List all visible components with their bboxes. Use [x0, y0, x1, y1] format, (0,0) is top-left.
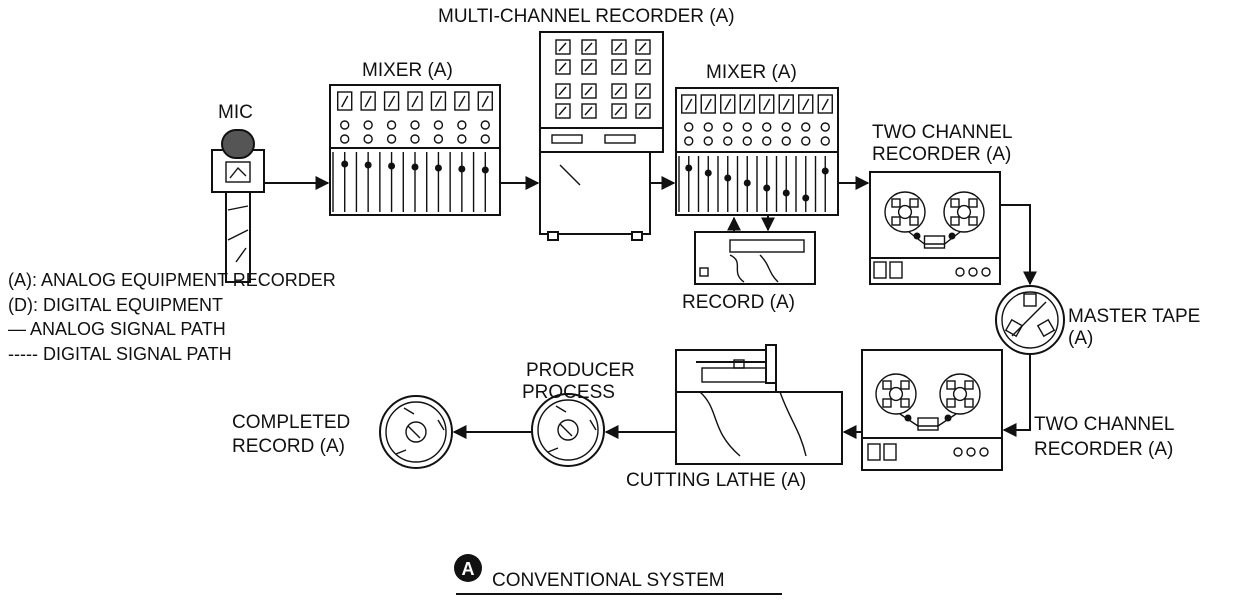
legend-item-digital-path: ----- DIGITAL SIGNAL PATH	[8, 344, 232, 364]
mixer-knob	[434, 135, 442, 143]
caption-badge: A	[462, 559, 475, 579]
mixer-knob	[364, 121, 372, 129]
fader-knob	[705, 170, 712, 177]
mixer-1	[330, 85, 500, 215]
fader-knob	[763, 185, 770, 192]
two-channel-recorder-1	[870, 172, 1000, 284]
fader-knob	[435, 165, 442, 172]
legend-item-digital-equipment: (D): DIGITAL EQUIPMENT	[8, 295, 223, 315]
mixer-knob	[782, 137, 790, 145]
legend: (A): ANALOG EQUIPMENT RECORDER (D): DIGI…	[8, 270, 336, 364]
mixer-knob	[743, 137, 751, 145]
mixer-knob	[481, 135, 489, 143]
mixer-knob	[364, 135, 372, 143]
arrow-two-channel-to-master	[1000, 205, 1030, 284]
fader-knob	[412, 164, 419, 171]
two-channel-recorder-1-label-line1: TWO CHANNEL	[872, 122, 1012, 143]
mixer-knob	[411, 135, 419, 143]
mic-label: MIC	[218, 102, 253, 123]
mixer-knob	[802, 137, 810, 145]
legend-item-analog-equipment: (A): ANALOG EQUIPMENT RECORDER	[8, 270, 336, 290]
record-label: RECORD (A)	[682, 292, 795, 313]
multi-channel-recorder-label: MULTI-CHANNEL RECORDER (A)	[438, 6, 735, 27]
record-machine	[695, 232, 815, 284]
completed-record-label-line2: RECORD (A)	[232, 436, 345, 457]
producer-process-label-line2: PROCESS	[522, 382, 615, 403]
mixer-knob	[704, 123, 712, 131]
caption: A CONVENTIONAL SYSTEM	[454, 554, 782, 594]
mixer-knob	[724, 137, 732, 145]
mixer-knob	[821, 137, 829, 145]
master-tape-label-line2: (A)	[1068, 328, 1093, 349]
producer-process-disc	[532, 394, 604, 466]
mixer-knob	[458, 135, 466, 143]
cutting-lathe-label: CUTTING LATHE (A)	[626, 470, 806, 491]
mixer-knob	[388, 121, 396, 129]
tape-reel	[876, 374, 916, 414]
mixer-knob	[434, 121, 442, 129]
producer-process-label-line1: PRODUCER	[526, 360, 635, 381]
mixer-knob	[685, 137, 693, 145]
tape-reel	[885, 192, 925, 232]
mixer-knob	[458, 121, 466, 129]
mixer-knob	[704, 137, 712, 145]
two-channel-recorder-1-label-line2: RECORDER (A)	[872, 144, 1011, 165]
mixer-knob	[388, 135, 396, 143]
mixer-knob	[763, 137, 771, 145]
microphone	[212, 130, 264, 282]
two-channel-recorder-2-label-line2: RECORDER (A)	[1034, 439, 1173, 460]
multi-channel-recorder	[540, 32, 663, 240]
fader-knob	[783, 190, 790, 197]
mixer-knob	[743, 123, 751, 131]
master-tape-label-line1: MASTER TAPE	[1068, 306, 1200, 327]
mixer-knob	[724, 123, 732, 131]
fader-knob	[482, 167, 489, 174]
mixer-knob	[802, 123, 810, 131]
mixer-knob	[411, 121, 419, 129]
mixer-knob	[341, 135, 349, 143]
mixer-knob	[341, 121, 349, 129]
fader-knob	[341, 161, 348, 168]
tape-reel	[944, 192, 984, 232]
mixer-knob	[782, 123, 790, 131]
fader-knob	[685, 165, 692, 172]
mixer-2	[676, 88, 838, 215]
fader-knob	[744, 180, 751, 187]
completed-record-label-line1: COMPLETED	[232, 412, 350, 433]
arrow-master-to-two-channel	[1004, 354, 1030, 430]
tape-reel	[940, 374, 980, 414]
completed-record	[380, 396, 452, 468]
fader-knob	[388, 163, 395, 170]
mixer-knob	[685, 123, 693, 131]
legend-item-analog-path: — ANALOG SIGNAL PATH	[8, 319, 226, 339]
master-tape	[996, 286, 1064, 354]
cutting-lathe	[676, 345, 842, 464]
fader-knob	[822, 168, 829, 175]
caption-title: CONVENTIONAL SYSTEM	[492, 570, 725, 591]
mixer-knob	[763, 123, 771, 131]
fader-knob	[458, 166, 465, 173]
two-channel-recorder-2-label-line1: TWO CHANNEL	[1034, 414, 1174, 435]
fader-knob	[724, 175, 731, 182]
mixer-1-label: MIXER (A)	[362, 60, 453, 81]
fader-knob	[802, 195, 809, 202]
mixer-2-label: MIXER (A)	[706, 62, 797, 83]
mixer-knob	[821, 123, 829, 131]
fader-knob	[365, 162, 372, 169]
mixer-knob	[481, 121, 489, 129]
two-channel-recorder-2	[862, 350, 1002, 470]
